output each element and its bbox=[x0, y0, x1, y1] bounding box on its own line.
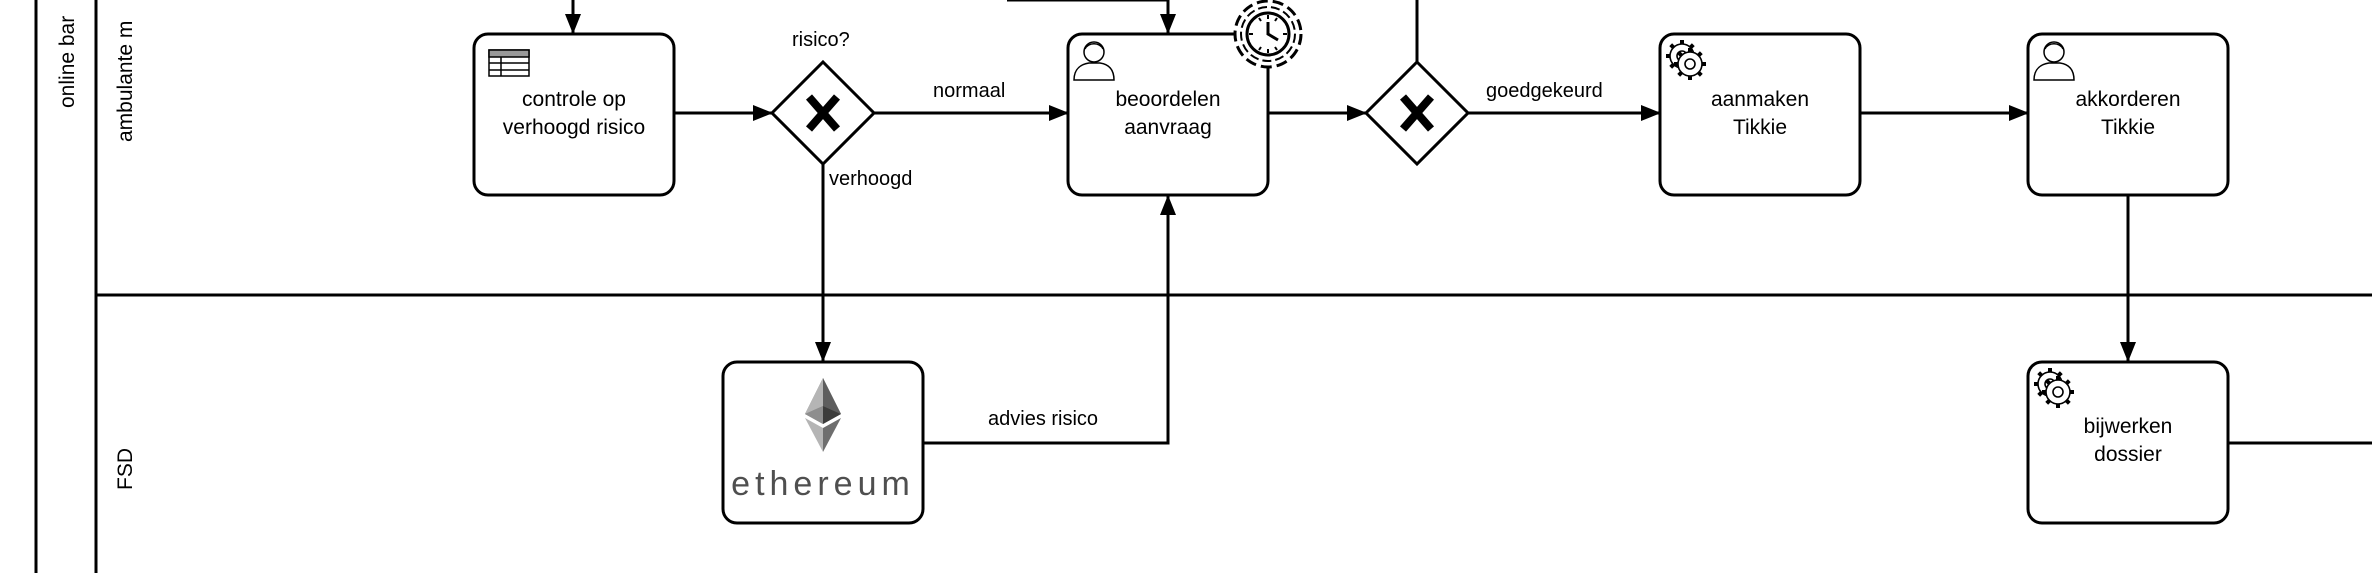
gateway-risico[interactable] bbox=[769, 59, 877, 167]
exclusive-x-icon bbox=[1399, 94, 1435, 132]
flow-into-beoordelen-top bbox=[1007, 0, 1176, 34]
timer-icon[interactable] bbox=[1233, 0, 1303, 69]
ethereum-wordmark: ethereum bbox=[731, 465, 915, 503]
exclusive-x-icon bbox=[805, 94, 841, 132]
task-beoordelen-aanvraag[interactable] bbox=[1066, 32, 1270, 197]
ethereum-logo-icon bbox=[805, 378, 841, 452]
task-akkorderen-tikkie[interactable] bbox=[2026, 32, 2230, 197]
flow-label-advies-risico: advies risico bbox=[988, 408, 1099, 430]
service-task-icon bbox=[2034, 368, 2074, 408]
service-task-icon bbox=[1666, 40, 1706, 80]
task-bijwerken-dossier[interactable] bbox=[2026, 360, 2230, 525]
task-label-controle: controle op verhoogd risico bbox=[502, 88, 646, 139]
lane-label-top: ambulante m bbox=[114, 20, 137, 142]
gateway-label-risico: risico? bbox=[792, 29, 850, 51]
task-label-akkorderen: akkorderen Tikkie bbox=[2075, 88, 2181, 139]
user-task-icon bbox=[1073, 41, 1115, 81]
task-aanmaken-tikkie[interactable] bbox=[1658, 32, 1862, 197]
flow-label-verhoogd: verhoogd bbox=[829, 168, 913, 190]
gateway-goedgekeurd[interactable] bbox=[1363, 59, 1471, 167]
task-label-bijwerken: bijwerken dossier bbox=[2083, 415, 2173, 466]
lane-label-bottom: FSD bbox=[114, 448, 137, 490]
flow-label-goedgekeurd: goedgekeurd bbox=[1486, 80, 1603, 102]
business-rule-icon bbox=[488, 49, 530, 77]
task-label-aanmaken: aanmaken Tikkie bbox=[1710, 88, 1810, 139]
user-task-icon bbox=[2033, 41, 2075, 81]
flow-label-normaal: normaal bbox=[933, 80, 1006, 102]
task-label-beoordelen: beoordelen aanvraag bbox=[1115, 88, 1221, 139]
flow-advies-risico bbox=[923, 195, 1176, 445]
pool-label: online bar bbox=[56, 15, 79, 108]
